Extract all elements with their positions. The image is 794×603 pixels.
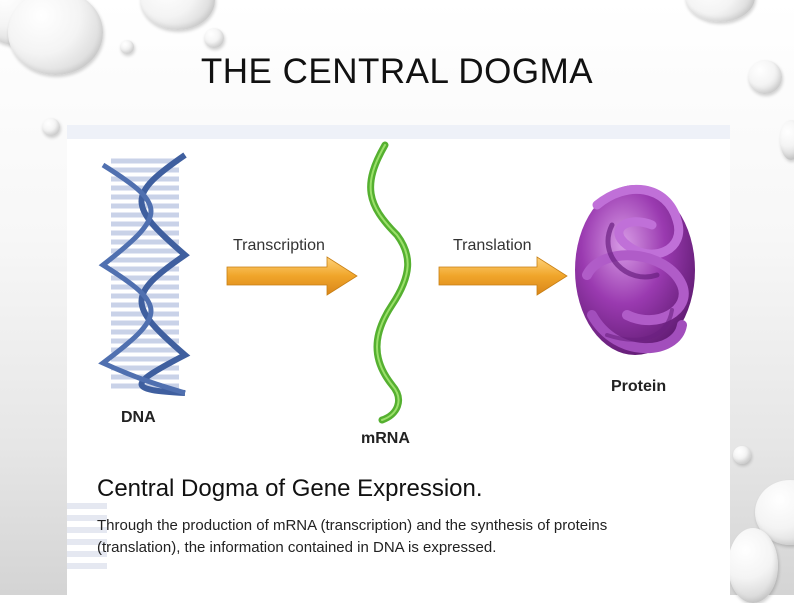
bubble-decoration [685, 0, 755, 22]
dna-label: DNA [121, 409, 156, 426]
mrna-highlight [369, 144, 409, 421]
bubble-decoration [140, 0, 215, 30]
translation-label: Translation [453, 237, 532, 254]
slide-title: THE CENTRAL DOGMA [200, 52, 594, 91]
transcription-arrow [226, 256, 358, 296]
translation-arrow [438, 256, 568, 296]
bubble-decoration [204, 28, 224, 48]
caption-body: Through the production of mRNA (transcri… [97, 515, 697, 559]
bubble-decoration [8, 0, 103, 75]
bubble-decoration [748, 60, 782, 94]
mrna-strand [367, 141, 412, 424]
bubble-decoration [120, 40, 134, 54]
faint-background-band [67, 125, 730, 139]
caption-title: Central Dogma of Gene Expression. [97, 475, 483, 502]
bubble-decoration [733, 446, 751, 464]
bubble-decoration [780, 120, 794, 160]
dna-helix [98, 152, 191, 396]
protein-structure [575, 185, 695, 355]
central-dogma-figure: Transcription Translation DNA mRNA Prote… [67, 125, 730, 595]
central-dogma-diagram [67, 125, 730, 424]
protein-label: Protein [611, 378, 667, 395]
transcription-label: Transcription [233, 237, 325, 254]
caption-line-1: Through the production of mRNA (transcri… [97, 517, 608, 534]
bubble-decoration [42, 118, 60, 136]
dna-strand-a [138, 152, 191, 396]
faint-background-text [67, 503, 107, 573]
bubble-decoration [728, 528, 778, 603]
caption-line-2: (translation), the information contained… [97, 539, 497, 556]
mrna-label: mRNA [361, 430, 410, 447]
dna-strand-b [98, 162, 186, 396]
